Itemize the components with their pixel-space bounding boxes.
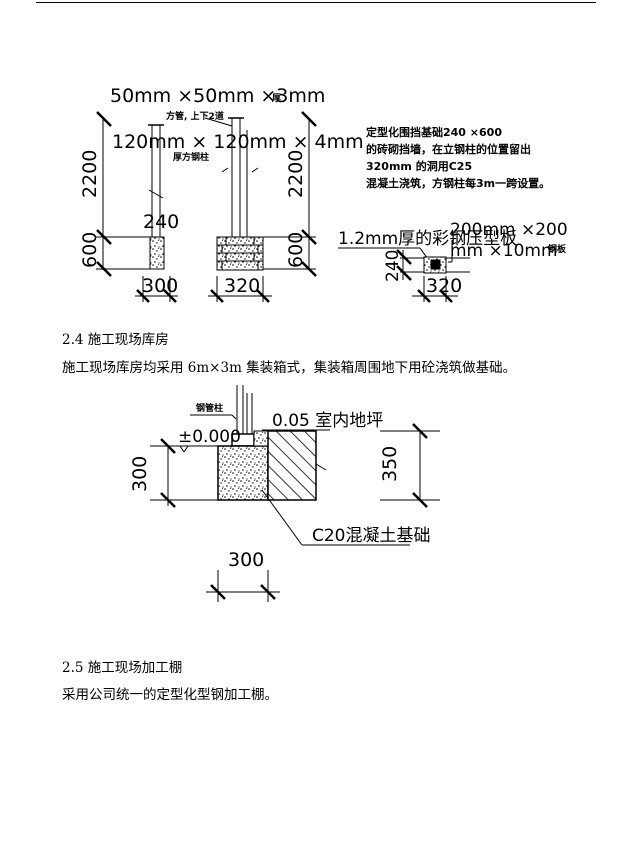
section-2-4-body: 施工现场库房均采用 6m×3m 集装箱式，集装箱周围地下用砼浇筑做基础。 xyxy=(62,360,517,376)
note-line-3: 320mm 的洞用C25 xyxy=(366,159,472,173)
note-line-1: 定型化围挡基础240 ×600 xyxy=(366,125,502,139)
dim-240: 240 xyxy=(143,211,179,233)
steel-post-label: 钢管柱 xyxy=(196,402,223,414)
post-size-label: 120mm × 120mm × 4mm xyxy=(112,131,364,153)
plan-dim-240: 240 xyxy=(383,250,403,282)
tube-size-suffix: 厚 xyxy=(272,93,281,104)
zero-level-label: ±0.000 xyxy=(178,427,241,447)
post-plan-detail: 200mm ×200 mm ×10mm 钢板 1.2mm厚的彩钢压型板 240 … xyxy=(338,220,568,303)
dim-350-vertical: 350 xyxy=(379,446,401,482)
section-2-5-body: 采用公司统一的定型化型钢加工棚。 xyxy=(62,687,278,703)
dim-300-bottom: 300 xyxy=(228,549,264,571)
section-2-4-heading: 2.4 施工现场库房 xyxy=(62,332,169,348)
section-2-5-heading: 2.5 施工现场加工棚 xyxy=(62,660,183,676)
floor-level-label: 0.05 室内地坪 xyxy=(272,411,383,431)
plan-dim-320: 320 xyxy=(426,275,462,297)
dim-2200-right: 2200 xyxy=(285,150,307,198)
dim-300-vertical: 300 xyxy=(129,456,151,492)
plate-dim-2-suffix: 钢板 xyxy=(548,243,567,255)
dim-600-left: 600 xyxy=(79,232,101,268)
note-line-2: 的砖砌挡墙，在立钢柱的位置留出 xyxy=(366,142,531,156)
plate-dim-2: mm ×10mm xyxy=(450,241,558,261)
note-line-4: 混凝土浇筑，方钢柱每3m一跨设置。 xyxy=(366,176,550,190)
dim-300-elevation: 300 xyxy=(142,275,178,297)
page-top-rule xyxy=(36,2,596,3)
plate-label: 1.2mm厚的彩钢压型板 xyxy=(338,229,517,249)
dim-600-right: 600 xyxy=(285,232,307,268)
plate-dim-1: 200mm ×200 xyxy=(450,220,568,240)
post-thickness-label: 厚方钢柱 xyxy=(173,151,209,163)
foundation-note: 定型化围挡基础240 ×600 的砖砌挡墙，在立钢柱的位置留出 320mm 的洞… xyxy=(366,125,550,190)
c20-label: C20混凝土基础 xyxy=(312,526,431,546)
warehouse-foundation-drawing: 钢管柱 0.05 室内地坪 ±0.000 300 350 xyxy=(129,385,440,602)
dim-2200-left: 2200 xyxy=(79,150,101,198)
tube-size-label: 50mm ×50mm ×3mm xyxy=(110,85,325,107)
cap-note: 方管, 上下2道 xyxy=(166,110,224,122)
dim-320-elevation: 320 xyxy=(224,275,260,297)
fence-elevation-drawing: 50mm ×50mm ×3mm 厚 方管, 上下2道 120mm × 120mm… xyxy=(79,85,364,303)
